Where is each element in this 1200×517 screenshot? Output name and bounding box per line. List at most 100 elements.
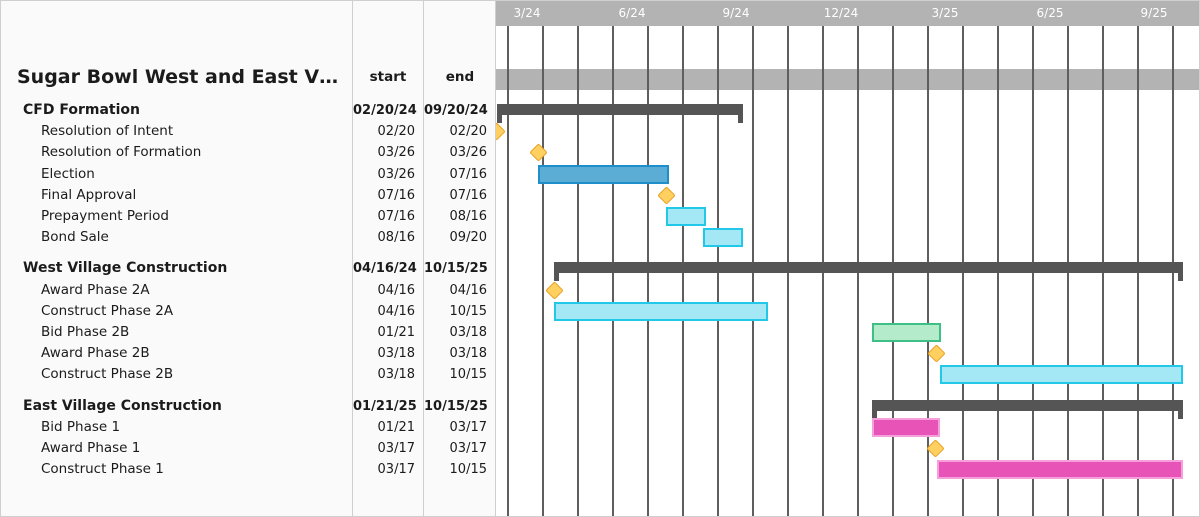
column-header-end: end: [445, 69, 475, 85]
milestone-marker[interactable]: [545, 280, 564, 300]
task-end-date: 10/15: [449, 462, 487, 478]
task-name: Prepayment Period: [41, 208, 169, 224]
task-name: Resolution of Formation: [41, 144, 202, 161]
summary-bar[interactable]: [497, 104, 743, 123]
task-name: Election: [41, 165, 95, 182]
table-row[interactable]: Bond Sale 08/16 09/20: [1, 227, 496, 248]
timeline-tick-label: 6/25: [1036, 6, 1064, 20]
table-row[interactable]: Construct Phase 2A 04/16 10/15: [1, 301, 496, 322]
table-group-row[interactable]: CFD Formation 02/20/24 09/20/24: [1, 100, 496, 121]
task-end-date: 07/16: [449, 166, 487, 182]
milestone-marker[interactable]: [927, 344, 946, 363]
task-name: Construct Phase 1: [41, 461, 164, 478]
milestone-marker[interactable]: [657, 186, 676, 205]
summary-bar[interactable]: [872, 399, 1183, 419]
task-name: West Village Construction: [23, 260, 228, 277]
timeline-tick-label: 12/24: [823, 6, 859, 20]
task-start-date: 03/17: [377, 441, 415, 456]
task-name: Final Approval: [41, 186, 137, 203]
table-row[interactable]: Election 03/26 07/16: [1, 164, 496, 185]
table-row[interactable]: Prepayment Period 07/16 08/16: [1, 206, 496, 227]
task-start-date: 02/20/24: [353, 103, 417, 118]
timeline-tick-label: 9/24: [722, 6, 750, 20]
task-bar[interactable]: [538, 164, 669, 184]
task-start-date: 01/21: [377, 419, 415, 435]
task-end-date: 10/15: [449, 303, 487, 319]
table-group-row[interactable]: East Village Construction 01/21/25 10/15/2…: [1, 396, 496, 417]
gridline: [507, 26, 509, 516]
project-title-band: [496, 69, 1199, 90]
task-name: Award Phase 2A: [41, 281, 150, 298]
task-end-date: 08/16: [449, 209, 487, 224]
task-end-date: 10/15: [449, 367, 487, 383]
task-end-date: 09/20/24: [424, 103, 488, 118]
task-bar[interactable]: [937, 460, 1183, 480]
timeline-tick-label: 6/24: [618, 6, 646, 20]
task-start-date: 01/21/25: [353, 398, 417, 414]
milestone-marker[interactable]: [496, 122, 506, 141]
table-row[interactable]: Bid Phase 2B 01/21 03/18: [1, 322, 496, 343]
task-name: Bid Phase 1: [41, 418, 121, 435]
task-name: Bond Sale: [41, 229, 109, 246]
column-divider-end: [423, 1, 424, 516]
task-bar[interactable]: [872, 417, 940, 437]
task-end-date: 10/15/25: [424, 398, 488, 414]
task-bar[interactable]: [666, 207, 706, 226]
timeline-grid: [496, 26, 1199, 516]
task-start-date: 08/16: [377, 230, 415, 246]
timeline-tick-label: 3/25: [931, 6, 959, 20]
table-row[interactable]: Award Phase 1 03/17 03/17: [1, 438, 496, 459]
task-name: Award Phase 2B: [41, 345, 150, 362]
column-divider-start: [352, 1, 353, 516]
task-bar[interactable]: [940, 365, 1183, 385]
column-header-start: start: [369, 69, 407, 85]
task-start-date: 03/26: [377, 166, 415, 182]
summary-bar[interactable]: [554, 262, 1183, 282]
task-end-date: 03/26: [449, 145, 487, 161]
task-end-date: 02/20: [449, 124, 487, 140]
table-header-row: Sugar Bowl West and East V… start end: [1, 64, 496, 91]
task-start-date: 07/16: [377, 209, 415, 224]
task-start-date: 04/16: [377, 282, 415, 298]
task-name: Bid Phase 2B: [41, 324, 130, 340]
task-start-date: 03/17: [377, 462, 415, 478]
task-bar[interactable]: [703, 228, 743, 248]
task-start-date: 01/21: [377, 325, 415, 340]
task-end-date: 03/17: [449, 441, 487, 456]
task-bar[interactable]: [872, 323, 941, 342]
table-row[interactable]: Resolution of Formation 03/26 03/26: [1, 142, 496, 163]
timeline-pane: 3/24 6/24 9/24 12/24 3/25 6/25 9/25: [496, 0, 1200, 517]
task-start-date: 02/20: [377, 124, 415, 140]
task-name: East Village Construction: [23, 397, 222, 414]
task-name: Award Phase 1: [41, 440, 141, 456]
task-end-date: 09/20: [449, 230, 487, 246]
task-start-date: 04/16: [377, 303, 415, 319]
milestone-marker[interactable]: [529, 143, 548, 163]
task-start-date: 03/26: [377, 145, 415, 161]
task-start-date: 07/16: [377, 187, 415, 203]
timeline-header: 3/24 6/24 9/24 12/24 3/25 6/25 9/25: [496, 1, 1199, 26]
table-row[interactable]: Construct Phase 1 03/17 10/15: [1, 459, 496, 480]
task-end-date: 10/15/25: [424, 261, 488, 277]
gridline: [542, 26, 544, 516]
task-end-date: 03/17: [449, 419, 487, 435]
table-row[interactable]: Bid Phase 1 01/21 03/17: [1, 417, 496, 438]
task-end-date: 07/16: [449, 187, 487, 203]
task-bar[interactable]: [554, 301, 768, 321]
timeline-tick-label: 3/24: [513, 6, 541, 20]
task-end-date: 03/18: [449, 346, 487, 362]
timeline-tick-label: 9/25: [1140, 6, 1168, 20]
task-name: CFD Formation: [23, 102, 140, 118]
task-table: Sugar Bowl West and East V… start end CF…: [0, 0, 496, 517]
task-end-date: 03/18: [449, 325, 487, 340]
task-start-date: 03/18: [377, 367, 415, 383]
milestone-marker[interactable]: [926, 439, 945, 458]
task-name: Construct Phase 2A: [41, 302, 174, 319]
table-row[interactable]: Final Approval 07/16 07/16: [1, 185, 496, 206]
